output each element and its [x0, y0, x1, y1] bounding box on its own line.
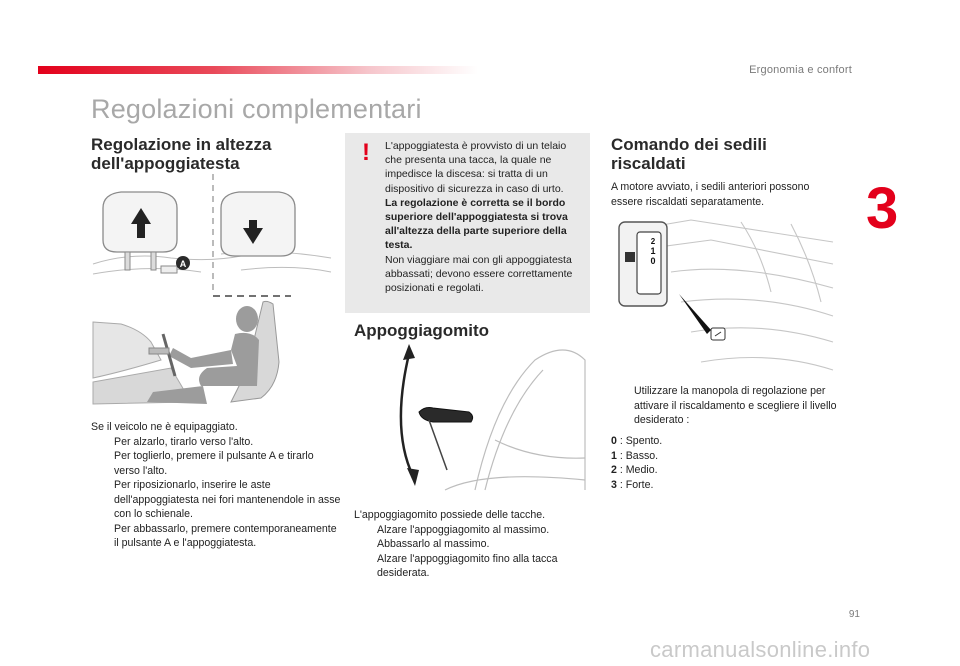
list-item: Alzare l'appoggiagomito al massimo.: [377, 523, 550, 536]
warning-bold-text: La regolazione è corretta se il bordo su…: [385, 196, 568, 252]
list-item: Per riposizionarlo, inserire le aste del…: [114, 479, 341, 520]
list-item: Abbassarlo al massimo.: [377, 538, 490, 550]
headrest-lowered-figure: [220, 191, 296, 257]
headrest-illustration: A: [92, 174, 332, 405]
button-a-marker: [176, 256, 190, 270]
heated-seats-intro: A motore avviato, i sedili anteriori pos…: [611, 181, 810, 208]
knob-mark: 1: [650, 246, 655, 256]
page-number: 91: [848, 609, 860, 620]
armrest-text: L'appoggiagomito possiede delle tacche. …: [354, 508, 594, 581]
heat-level-item: 0 : Spento.: [611, 435, 663, 447]
list-item: Per abbassarlo, premere contemporaneamen…: [114, 522, 337, 550]
seated-driver-figure: [92, 300, 280, 405]
heat-level-item: 1 : Basso.: [611, 449, 659, 462]
armrest-heading: Appoggiagomito: [354, 321, 490, 340]
page-title: Regolazioni complementari: [91, 94, 422, 124]
headrest-heading: Regolazione in altezza dell'appoggiatest…: [91, 135, 272, 173]
button-a-label: A: [180, 259, 187, 269]
list-item: Alzare l'appoggiagomito fino alla tacca …: [377, 552, 558, 580]
heat-levels-list: 0 : Spento. 1 : Basso. 2 : Medio. 3 : Fo…: [611, 434, 771, 492]
header-section-title: Ergonomia e confort: [749, 64, 852, 76]
warning-box: ! L'appoggiatesta è provvisto di un tela…: [345, 133, 590, 313]
chapter-number: 3: [866, 176, 899, 241]
heated-seat-illustration: 2 1 0: [618, 219, 834, 371]
heated-seat-knob: 2 1 0: [618, 221, 668, 307]
armrest-illustration: [399, 344, 586, 491]
heated-seats-instruction: Utilizzare la manopola di regolazione pe…: [611, 384, 851, 428]
list-item: Utilizzare la manopola di regolazione pe…: [634, 385, 837, 426]
armrest-figure: [418, 407, 474, 423]
watermark-text: carmanualsonline.info: [650, 637, 871, 662]
header-accent-bar: [38, 66, 478, 74]
headrest-text: Se il veicolo ne è equipaggiato. Per alz…: [91, 420, 341, 551]
heated-seats-heading: Comando dei sedili riscaldati: [611, 135, 767, 173]
list-item: Per toglierlo, premere il pulsante A e t…: [114, 450, 314, 477]
knob-mark: 0: [650, 256, 655, 266]
knob-mark: 2: [651, 237, 656, 246]
heat-level-item: 3 : Forte.: [611, 478, 654, 491]
list-item: Per alzarlo, tirarlo verso l'alto.: [114, 435, 254, 448]
heat-level-item: 2 : Medio.: [611, 464, 658, 476]
headrest-raised-figure: [102, 191, 178, 274]
warning-icon: !: [362, 139, 370, 166]
warning-text: L'appoggiatesta è provvisto di un telaio…: [385, 140, 573, 295]
armrest-intro: L'appoggiagomito possiede delle tacche.: [354, 509, 546, 521]
headrest-intro: Se il veicolo ne è equipaggiato.: [91, 421, 238, 433]
